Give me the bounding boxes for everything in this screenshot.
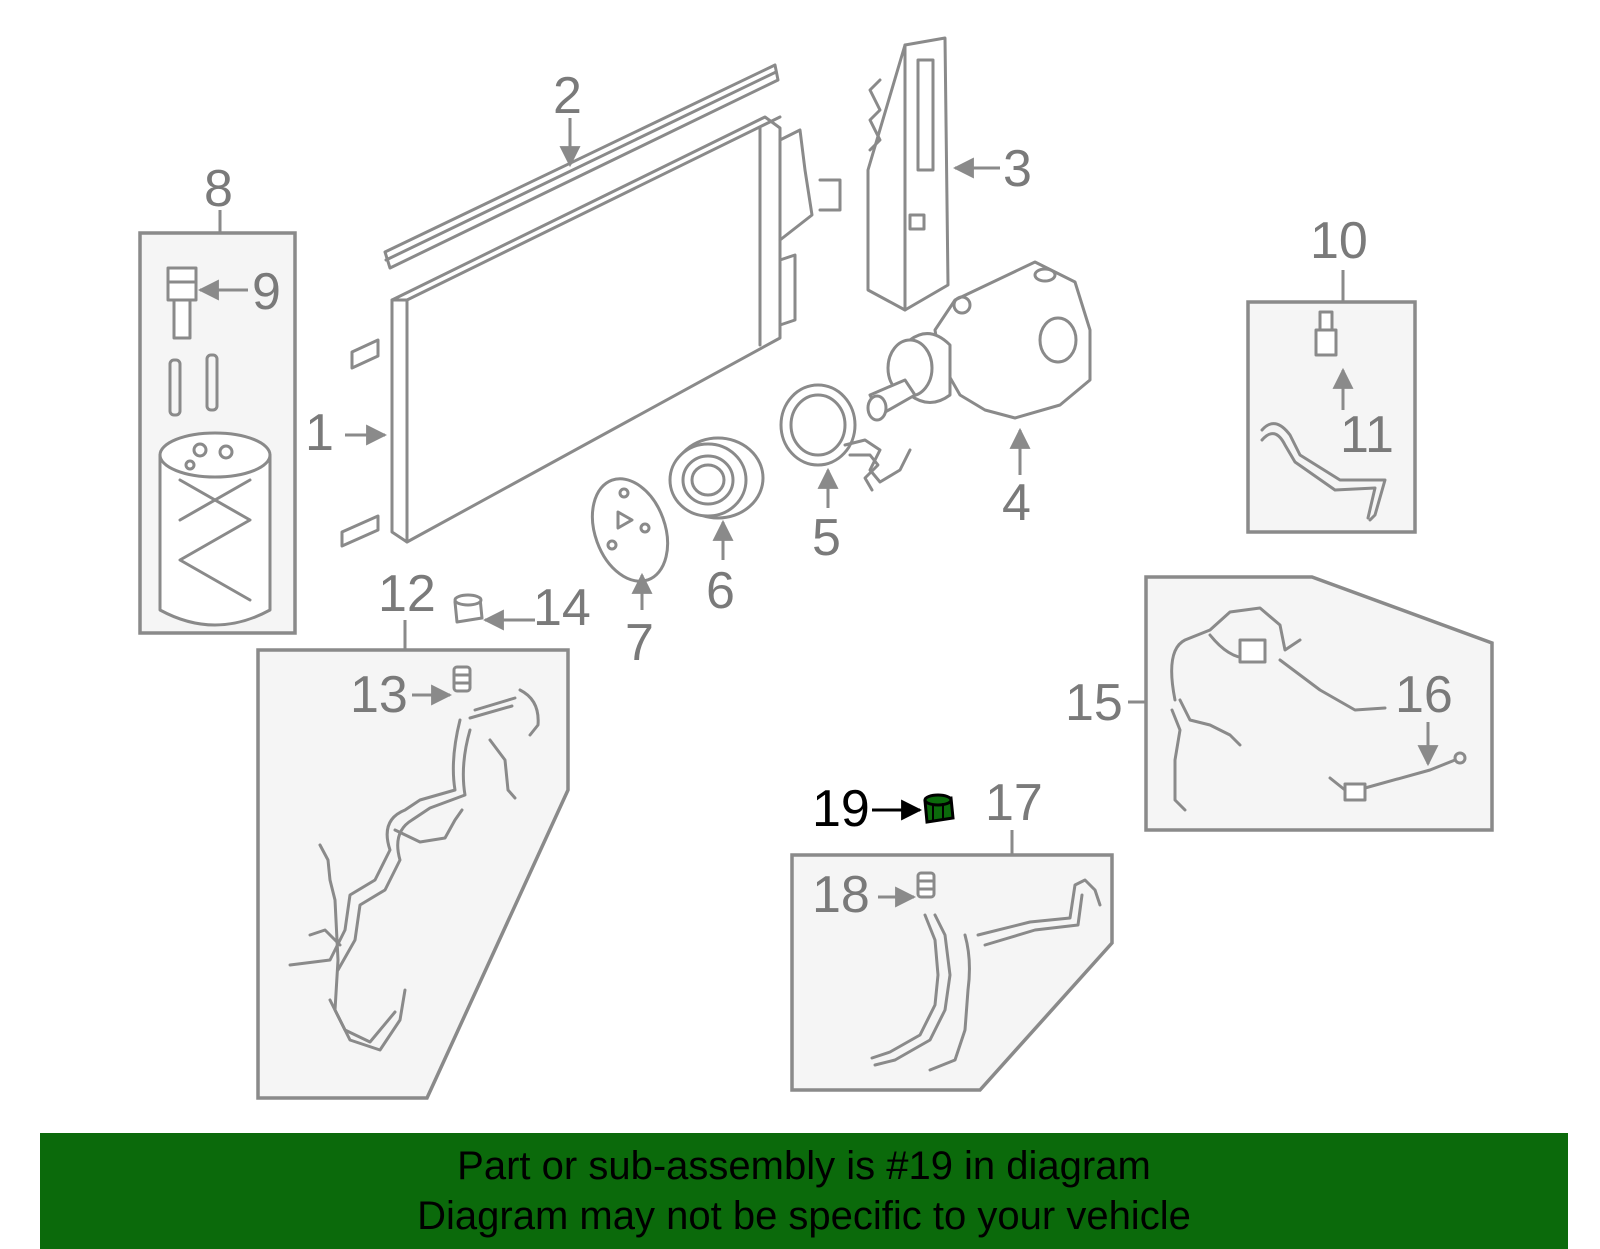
callout-6: 6 bbox=[706, 562, 735, 620]
callout-1: 1 bbox=[305, 404, 334, 462]
group-box-15 bbox=[1144, 575, 1494, 832]
callout-9: 9 bbox=[252, 263, 281, 321]
group-box-12 bbox=[256, 648, 570, 1100]
callout-15: 15 bbox=[1065, 674, 1123, 732]
callout-12: 12 bbox=[378, 565, 436, 623]
fitting-part-18[interactable] bbox=[916, 871, 936, 899]
callout-7: 7 bbox=[625, 614, 654, 672]
sensor-part-16[interactable] bbox=[1328, 751, 1467, 802]
callout-17: 17 bbox=[985, 774, 1043, 832]
callout-18: 18 bbox=[812, 866, 870, 924]
callout-3: 3 bbox=[1003, 140, 1032, 198]
condenser-part-1[interactable] bbox=[340, 115, 842, 548]
callout-2: 2 bbox=[553, 67, 582, 125]
callout-4: 4 bbox=[1002, 474, 1031, 532]
callout-19[interactable]: 19 bbox=[812, 780, 870, 838]
hose-assembly-part-15[interactable] bbox=[1170, 606, 1387, 812]
callout-14: 14 bbox=[533, 579, 591, 637]
receiver-drier-part-8[interactable] bbox=[158, 353, 272, 627]
hose-assembly-part-12[interactable] bbox=[288, 688, 540, 1052]
seal-part-2[interactable] bbox=[383, 63, 780, 270]
cap-part-19[interactable] bbox=[923, 793, 955, 824]
pulley-part-6[interactable] bbox=[668, 436, 765, 520]
banner-line-2: Diagram may not be specific to your vehi… bbox=[417, 1194, 1191, 1238]
callout-10: 10 bbox=[1310, 212, 1368, 270]
group-box-17 bbox=[790, 853, 1114, 1092]
clutch-coil-part-5[interactable] bbox=[779, 383, 912, 492]
bracket-part-3[interactable] bbox=[866, 36, 950, 312]
sensor-part-10[interactable] bbox=[1314, 310, 1338, 357]
callout-13: 13 bbox=[350, 666, 408, 724]
callout-5: 5 bbox=[812, 509, 841, 567]
hose-assembly-part-17[interactable] bbox=[870, 878, 1102, 1072]
hose-part-11[interactable] bbox=[1260, 422, 1387, 522]
fitting-part-13[interactable] bbox=[452, 665, 472, 693]
info-banner: Part or sub-assembly is #19 in diagram D… bbox=[40, 1133, 1568, 1249]
clutch-plate-part-7[interactable] bbox=[579, 468, 681, 592]
compressor-part-4[interactable] bbox=[866, 260, 1092, 422]
callout-11: 11 bbox=[1340, 406, 1394, 464]
banner-line-1: Part or sub-assembly is #19 in diagram bbox=[457, 1144, 1151, 1188]
leader-lines bbox=[197, 118, 1439, 908]
cap-part-14[interactable] bbox=[453, 593, 484, 624]
callout-8: 8 bbox=[204, 160, 233, 218]
switch-part-9[interactable] bbox=[166, 266, 198, 340]
callout-16: 16 bbox=[1395, 666, 1453, 724]
